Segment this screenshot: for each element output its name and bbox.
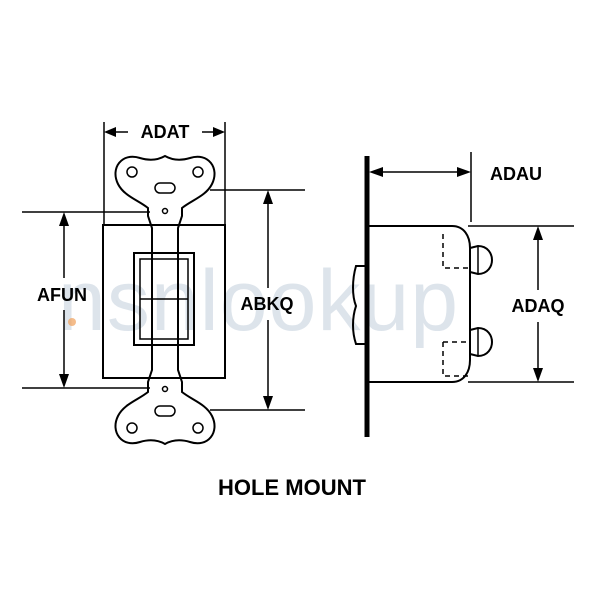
afun-label: AFUN bbox=[37, 285, 87, 305]
front-view: ADAT AFUN ABKQ bbox=[22, 122, 305, 446]
abkq-arrow-top bbox=[263, 190, 273, 204]
side-switch-body bbox=[369, 225, 471, 383]
switch-body-outline bbox=[102, 224, 226, 379]
side-view: ADAU ADAQ bbox=[352, 152, 574, 437]
bottom-right-screw-hole bbox=[192, 422, 204, 434]
afun-arrow-top bbox=[59, 212, 69, 226]
bottom-mount-slot bbox=[154, 405, 176, 417]
abkq-label: ABKQ bbox=[241, 294, 294, 314]
adau-arrow-left bbox=[369, 167, 383, 177]
side-toggle-lever bbox=[352, 265, 365, 345]
bottom-left-screw-hole bbox=[126, 422, 138, 434]
adaq-arrow-top bbox=[533, 226, 543, 240]
adat-label: ADAT bbox=[141, 122, 190, 142]
hidden-line-bottom bbox=[442, 342, 470, 377]
watermark-text: nsnlookup bbox=[58, 253, 459, 349]
afun-arrow-bottom bbox=[59, 374, 69, 388]
diagram-caption: HOLE MOUNT bbox=[218, 475, 366, 500]
top-left-screw-hole bbox=[126, 166, 138, 178]
watermark-dot bbox=[68, 318, 76, 326]
top-right-screw-hole bbox=[192, 166, 204, 178]
adat-arrow-right bbox=[213, 127, 225, 137]
adau-label: ADAU bbox=[490, 164, 542, 184]
abkq-arrow-bottom bbox=[263, 396, 273, 410]
bottom-small-hole bbox=[161, 385, 169, 393]
toggle-opening bbox=[133, 252, 195, 346]
adat-arrow-left bbox=[104, 127, 116, 137]
hidden-line-top bbox=[442, 234, 470, 269]
bottom-terminal-screw bbox=[469, 326, 494, 358]
adaq-label: ADAQ bbox=[512, 296, 565, 316]
watermark: nsnlookup bbox=[58, 253, 459, 349]
top-terminal-screw bbox=[469, 244, 494, 276]
top-mount-slot bbox=[154, 182, 176, 194]
mounting-strap bbox=[114, 154, 216, 446]
adau-arrow-right bbox=[457, 167, 471, 177]
top-small-hole bbox=[161, 207, 169, 215]
adaq-arrow-bottom bbox=[533, 368, 543, 382]
